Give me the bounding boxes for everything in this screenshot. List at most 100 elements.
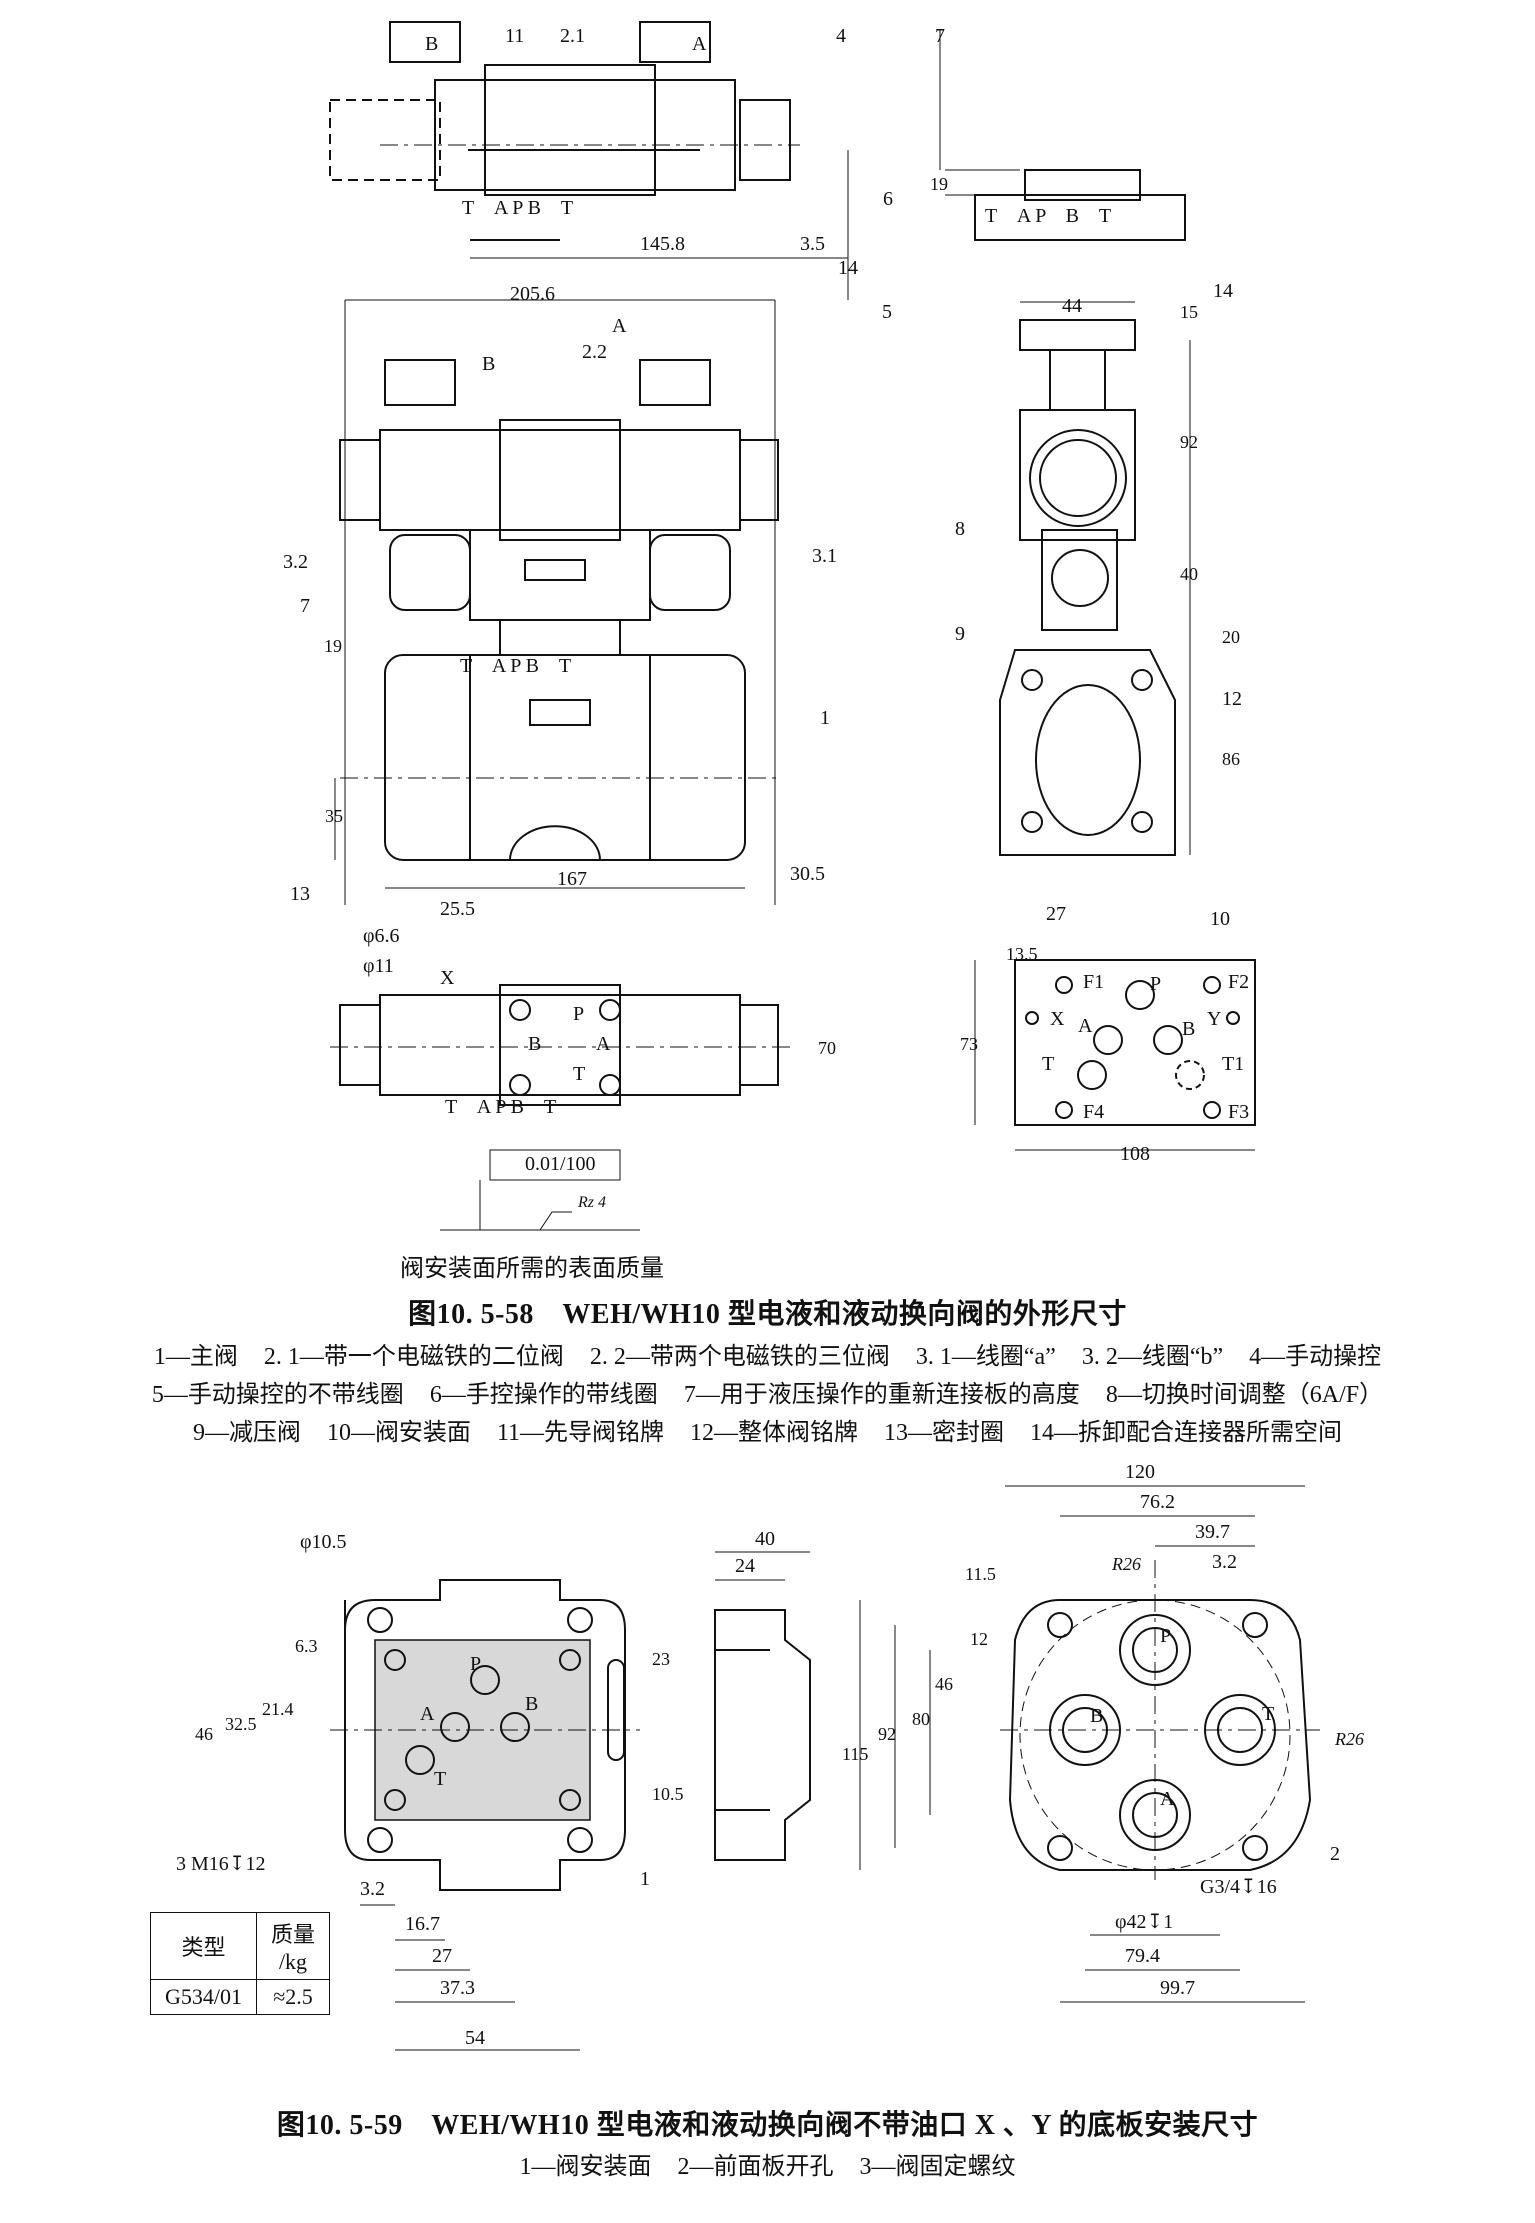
fig58-legend-item: 2. 1—带一个电磁铁的二位阀 bbox=[263, 1344, 564, 1370]
fig58-dim-92: 92 bbox=[1180, 432, 1198, 452]
fig58-bottom-port-a: A bbox=[596, 1033, 611, 1055]
fig58-dim-30-5: 30.5 bbox=[790, 863, 825, 885]
fig58-bottom-port-x: X bbox=[440, 967, 455, 989]
fig59-port-a: A bbox=[420, 1703, 435, 1725]
fig58-title: 图10. 5-58 WEH/WH10 型电液和液动换向阀的外形尺寸 bbox=[408, 1299, 1127, 1330]
fig58-dim-73: 73 bbox=[960, 1034, 978, 1054]
fig58-dim-44: 44 bbox=[1062, 295, 1082, 317]
fig59-dim-46: 46 bbox=[195, 1724, 213, 1744]
fig58-port-f1: F1 bbox=[1083, 971, 1104, 993]
fig59-dim-24: 24 bbox=[735, 1555, 755, 1577]
fig58-port-a-label: A bbox=[692, 33, 707, 55]
fig59-dim-phi42: φ42↧1 bbox=[1115, 1911, 1173, 1933]
fig59-legend-item: 3—阀固定螺纹 bbox=[859, 2154, 1016, 2180]
fig59-dim-r26-top: R26 bbox=[1111, 1554, 1141, 1574]
fig59-plan-view bbox=[330, 1579, 640, 1891]
fig58-bottom-ports: T A P B T bbox=[445, 1096, 556, 1118]
fig58-legend-item: 7—用于液压操作的重新连接板的高度 bbox=[683, 1382, 1080, 1408]
fig58-callout-12: 12 bbox=[1222, 688, 1242, 710]
fig59-dim-12: 12 bbox=[970, 1629, 988, 1649]
fig58-port-y: Y bbox=[1207, 1008, 1221, 1030]
fig58-roughness: Rz 4 bbox=[577, 1194, 606, 1211]
fig59-panel-cutout bbox=[1000, 1560, 1320, 1880]
fig59-port-t: T bbox=[1262, 1703, 1274, 1725]
fig59-dim-21-4: 21.4 bbox=[262, 1699, 294, 1719]
fig58-callout-2-1: 2.1 bbox=[560, 25, 585, 47]
fig58-legend-item: 11—先导阀铭牌 bbox=[496, 1420, 665, 1446]
fig59-table-header-mass: 质量 /kg bbox=[255, 1912, 331, 1980]
fig58-flatness: 0.01/100 bbox=[525, 1153, 596, 1175]
fig58-legend-item: 2. 2—带两个电磁铁的三位阀 bbox=[589, 1344, 890, 1370]
fig59-dim-120: 120 bbox=[1125, 1461, 1155, 1483]
fig58-top-profile bbox=[939, 30, 1186, 241]
fig58-bottom-view bbox=[330, 984, 790, 1106]
fig58-callout-1: 1 bbox=[820, 707, 830, 729]
fig58-port-a: A bbox=[1078, 1015, 1093, 1037]
fig59-port-p: P bbox=[470, 1653, 481, 1675]
fig58-surface-note: 阀安装面所需的表面质量 bbox=[400, 1256, 664, 1282]
fig58-dim-108: 108 bbox=[1120, 1143, 1150, 1165]
fig58-port-f3: F3 bbox=[1228, 1101, 1249, 1123]
fig58-dim-20: 20 bbox=[1222, 627, 1240, 647]
fig59-dim-27: 27 bbox=[432, 1945, 452, 1967]
fig59-thread-m16: 3 M16↧12 bbox=[176, 1853, 266, 1875]
fig58-port-t1: T1 bbox=[1222, 1053, 1244, 1075]
fig58-port-t: T bbox=[1042, 1053, 1054, 1075]
fig58-dim-phi11: φ11 bbox=[363, 955, 394, 977]
fig58-port-f4: F4 bbox=[1083, 1101, 1104, 1123]
fig59-table-header-type: 类型 bbox=[150, 1912, 257, 1980]
fig58-front-port-a: A bbox=[612, 315, 627, 337]
fig59-mass-table: 类型 质量 /kg G534/01 ≈2.5 bbox=[150, 1912, 331, 2015]
fig58-dim-70: 70 bbox=[818, 1038, 836, 1058]
fig58-dim-19-top: 19 bbox=[930, 174, 948, 194]
fig58-dim-86: 86 bbox=[1222, 749, 1240, 769]
fig59-dim-37-3: 37.3 bbox=[440, 1977, 475, 1999]
fig59-dim-39-7: 39.7 bbox=[1195, 1521, 1230, 1543]
fig59-thread-g34: G3/4↧16 bbox=[1200, 1876, 1277, 1898]
fig59-dim-99-7: 99.7 bbox=[1160, 1977, 1195, 1999]
fig58-side-view bbox=[999, 319, 1176, 856]
fig58-front-view bbox=[339, 299, 780, 905]
fig59-dim-115: 115 bbox=[842, 1744, 868, 1764]
fig58-callout-9: 9 bbox=[955, 623, 965, 645]
fig58-callout-8: 8 bbox=[955, 518, 965, 540]
fig58-ports-row: T A P B T bbox=[462, 197, 573, 219]
fig59-dim-16-7: 16.7 bbox=[405, 1913, 440, 1935]
fig59-dim-3-2b: 3.2 bbox=[1212, 1551, 1237, 1573]
fig58-port-b: B bbox=[1182, 1018, 1195, 1040]
fig58-dim-205-6: 205.6 bbox=[510, 283, 555, 305]
fig59-legend-item: 2—前面板开孔 bbox=[677, 2154, 834, 2180]
fig58-dim-19: 19 bbox=[324, 636, 342, 656]
fig59-side-section bbox=[714, 1609, 811, 1861]
fig59-dim-6-3: 6.3 bbox=[295, 1636, 318, 1656]
fig59-port-p: P bbox=[1160, 1625, 1171, 1647]
fig59-dim-92: 92 bbox=[878, 1724, 896, 1744]
fig59-table-cell-type: G534/01 bbox=[150, 1979, 257, 2015]
fig58-port-x: X bbox=[1050, 1008, 1065, 1030]
fig59-callout-1: 1 bbox=[640, 1868, 650, 1890]
fig58-legend-item: 5—手动操控的不带线圈 bbox=[151, 1382, 404, 1408]
fig58-dim-40: 40 bbox=[1180, 564, 1198, 584]
fig58-legend-item: 12—整体阀铭牌 bbox=[690, 1420, 859, 1446]
fig59-table-cell-mass: ≈2.5 bbox=[255, 1979, 331, 2015]
fig58-callout-14: 14 bbox=[1213, 280, 1233, 302]
fig58-callout-3-2: 3.2 bbox=[283, 551, 308, 573]
fig58-legend-item: 3. 2—线圈“b” bbox=[1081, 1344, 1224, 1370]
fig58-legend-item: 6—手控操作的带线圈 bbox=[429, 1382, 658, 1408]
fig59-dim-r26-right: R26 bbox=[1334, 1729, 1364, 1749]
fig58-bottom-port-p: P bbox=[573, 1003, 584, 1025]
fig58-dim-25-5: 25.5 bbox=[440, 898, 475, 920]
fig59-port-b: B bbox=[525, 1693, 538, 1715]
fig58-dim-167: 167 bbox=[557, 868, 587, 890]
fig59-port-b: B bbox=[1090, 1705, 1103, 1727]
fig59-dim-23: 23 bbox=[652, 1649, 670, 1669]
fig58-front-ports: T A P B T bbox=[460, 655, 571, 677]
fig59-port-t: T bbox=[434, 1768, 446, 1790]
fig58-dim-145-8: 145.8 bbox=[640, 233, 685, 255]
fig58-port-p: P bbox=[1150, 973, 1161, 995]
fig58-legend-item: 1—主阀 bbox=[153, 1344, 238, 1370]
fig58-port-b-label: B bbox=[425, 33, 438, 55]
fig58-callout-10: 10 bbox=[1210, 908, 1230, 930]
fig59-title: 图10. 5-59 WEH/WH10 型电液和液动换向阀不带油口 X 、Y 的底… bbox=[276, 2110, 1259, 2141]
fig58-legend-item: 8—切换时间调整（6A/F） bbox=[1105, 1382, 1384, 1408]
